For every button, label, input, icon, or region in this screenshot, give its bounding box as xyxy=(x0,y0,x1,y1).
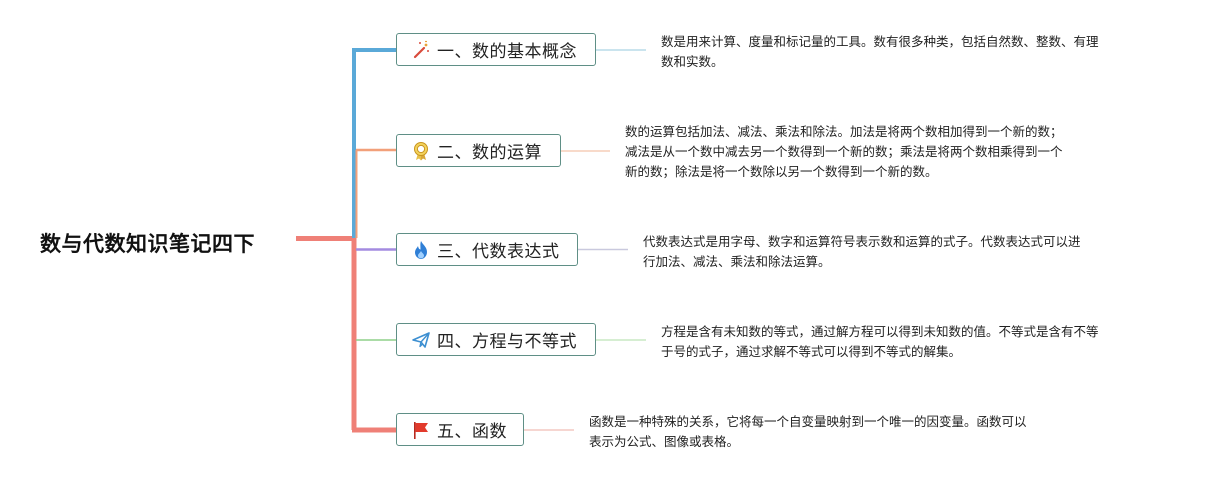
branch-label: 二、数的运算 xyxy=(437,143,542,163)
branch-label: 四、方程与不等式 xyxy=(437,332,577,352)
description-4: 方程是含有未知数的等式，通过解方程可以得到未知数的值。不等式是含有不等 于号的式… xyxy=(661,322,1099,362)
description-1: 数是用来计算、度量和标记量的工具。数有很多种类，包括自然数、整数、有理 数和实数… xyxy=(661,32,1099,72)
description-3: 代数表达式是用字母、数字和运算符号表示数和运算的式子。代数表达式可以进 行加法、… xyxy=(643,232,1081,272)
branch-topic-1[interactable]: 一、数的基本概念 xyxy=(396,33,596,66)
description-line: 数是用来计算、度量和标记量的工具。数有很多种类，包括自然数、整数、有理 xyxy=(661,34,1099,49)
description-line: 代数表达式是用字母、数字和运算符号表示数和运算的式子。代数表达式可以进 xyxy=(643,234,1081,249)
magic-wand-icon xyxy=(411,40,431,60)
flame-icon xyxy=(411,240,431,260)
red-flag-icon xyxy=(411,420,431,440)
description-line: 数和实数。 xyxy=(661,54,724,69)
description-line: 减法是从一个数中减去另一个数得到一个新的数；乘法是将两个数相乘得到一个 xyxy=(625,144,1063,159)
description-line: 于号的式子，通过求解不等式可以得到不等式的解集。 xyxy=(661,344,962,359)
branch-topic-5[interactable]: 五、函数 xyxy=(396,413,524,446)
description-line: 数的运算包括加法、减法、乘法和除法。加法是将两个数相加得到一个新的数； xyxy=(625,124,1063,139)
description-2: 数的运算包括加法、减法、乘法和除法。加法是将两个数相加得到一个新的数； 减法是从… xyxy=(625,122,1063,182)
description-5: 函数是一种特殊的关系，它将每一个自变量映射到一个唯一的因变量。函数可以 表示为公… xyxy=(589,412,1027,452)
description-line: 表示为公式、图像或表格。 xyxy=(589,434,740,449)
description-line: 方程是含有未知数的等式，通过解方程可以得到未知数的值。不等式是含有不等 xyxy=(661,324,1099,339)
branch-topic-4[interactable]: 四、方程与不等式 xyxy=(396,323,596,356)
description-line: 行加法、减法、乘法和除法运算。 xyxy=(643,254,831,269)
branch-label: 一、数的基本概念 xyxy=(437,42,577,62)
branch-label: 五、函数 xyxy=(437,422,507,442)
branch-topic-2[interactable]: 二、数的运算 xyxy=(396,134,561,167)
root-topic[interactable]: 数与代数知识笔记四下 xyxy=(40,232,255,256)
award-ribbon-icon xyxy=(411,141,431,161)
branch-topic-3[interactable]: 三、代数表达式 xyxy=(396,233,578,266)
description-line: 新的数；除法是将一个数除以另一个数得到一个新的数。 xyxy=(625,164,938,179)
description-line: 函数是一种特殊的关系，它将每一个自变量映射到一个唯一的因变量。函数可以 xyxy=(589,414,1027,429)
paper-plane-icon xyxy=(411,330,431,350)
branch-label: 三、代数表达式 xyxy=(437,242,560,262)
